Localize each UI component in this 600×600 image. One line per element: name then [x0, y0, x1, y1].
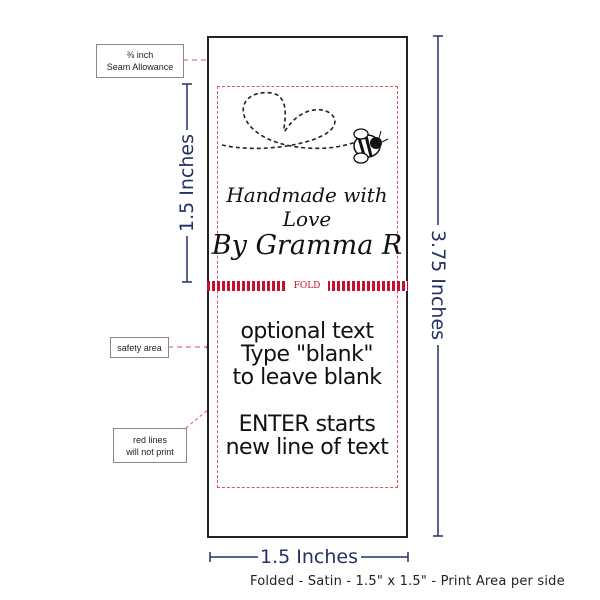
- safety-callout-text: safety area: [117, 342, 162, 353]
- label-line-2: By Gramma R: [211, 230, 403, 261]
- right-dimension-label: 3.75 Inches: [427, 229, 449, 341]
- product-spec-footer: Folded - Satin - 1.5" x 1.5" - Print Are…: [250, 574, 565, 589]
- seam-callout-line-1: ⅜ inch: [126, 50, 154, 60]
- optional-text-line: Type "blank": [240, 342, 374, 367]
- heart-bee-icon: [221, 92, 389, 164]
- fold-label: FOLD: [286, 280, 328, 292]
- left-dimension-label: 1.5 Inches: [176, 134, 198, 232]
- bottom-dimension-label: 1.5 Inches: [260, 546, 358, 568]
- red-callout-line-2: will not print: [126, 446, 174, 457]
- safety-area-callout: safety area: [110, 337, 169, 358]
- optional-text-line: to leave blank: [232, 365, 383, 390]
- enter-text-block: ENTER starts new line of text: [207, 413, 407, 459]
- optional-text-block: optional text Type "blank" to leave blan…: [207, 320, 407, 389]
- label-line-1: Handmade with Love: [226, 183, 388, 231]
- enter-text-line: ENTER starts: [238, 412, 376, 437]
- red-lines-callout: red lines will not print: [113, 428, 187, 463]
- optional-text-line: optional text: [240, 319, 374, 344]
- seam-callout-line-2: Seam Allowance: [106, 62, 174, 72]
- red-callout-line-1: red lines: [132, 434, 168, 445]
- seam-allowance-callout: ⅜ inch Seam Allowance: [96, 44, 184, 78]
- enter-text-line: new line of text: [225, 435, 389, 460]
